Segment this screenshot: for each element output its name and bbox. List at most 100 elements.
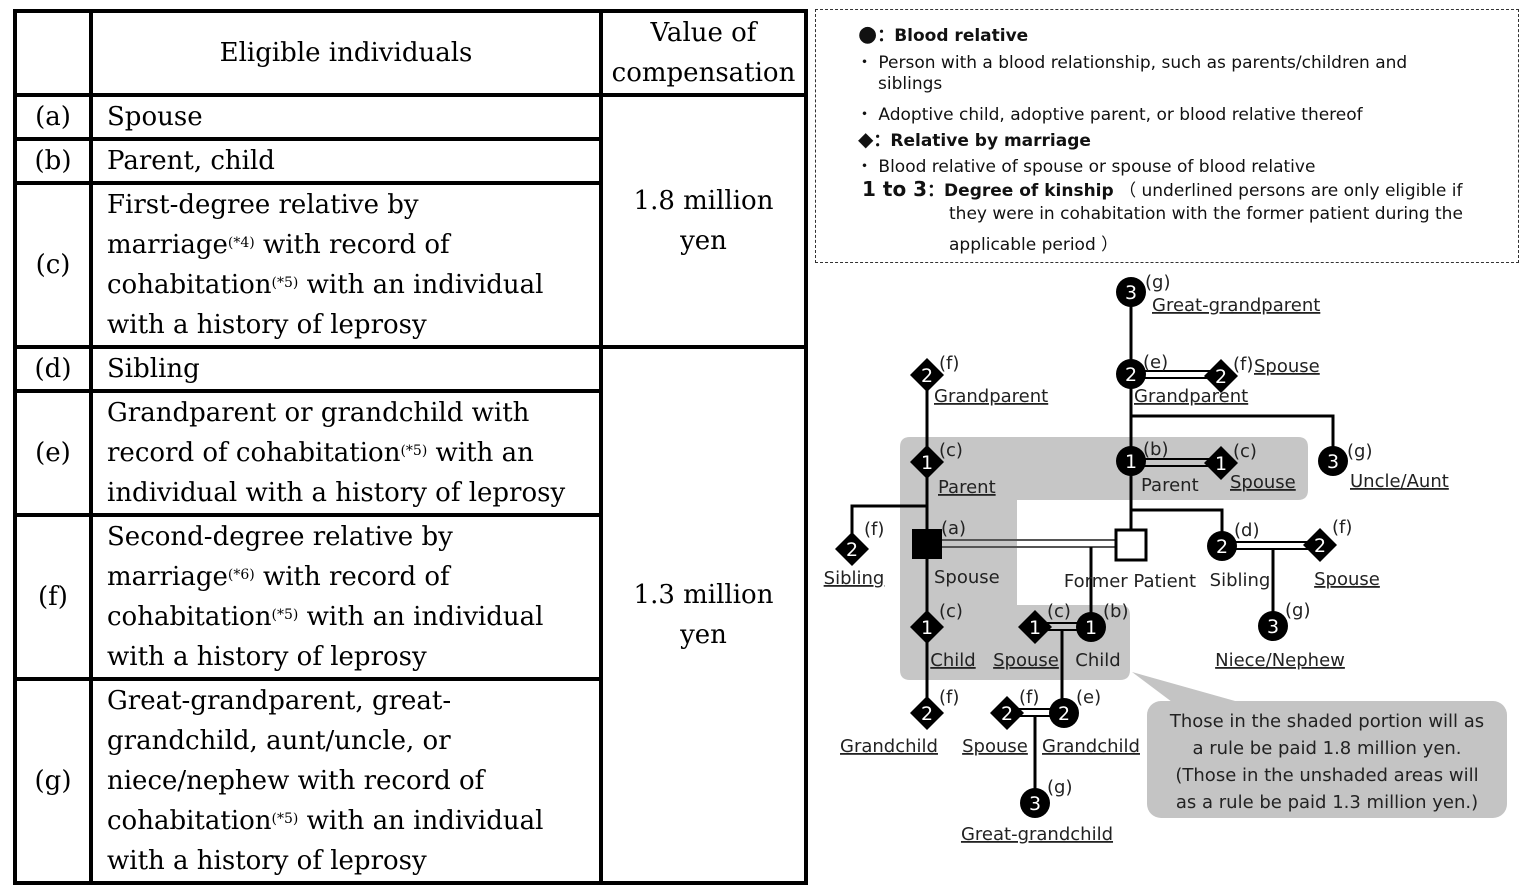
degree-note-cont: applicable period ） — [949, 235, 1119, 255]
callout-box — [1147, 701, 1507, 818]
marriage-relative-diamond-icon — [990, 696, 1024, 730]
bullet-icon: ・ — [856, 53, 873, 73]
description-text: Parent, child — [107, 146, 275, 176]
description-line: cohabitation(*5) with an individual — [107, 801, 599, 841]
category-tag: (g) — [1145, 272, 1170, 293]
description-text: cohabitation — [107, 602, 272, 632]
description-line: marriage(*6) with record of — [107, 557, 599, 597]
description-text: with record of — [254, 230, 450, 260]
relative-label: Spouse — [962, 736, 1028, 757]
legend-item-cont: siblings — [878, 74, 943, 94]
row-id: (g) — [13, 677, 93, 885]
footnote-ref: (*5) — [271, 811, 299, 827]
description-line: with a history of leprosy — [107, 305, 599, 345]
node-grandparent-spouse: 2 (f) — [1204, 354, 1253, 393]
degree-number: 2 — [1125, 364, 1137, 386]
footnote-ref: (*5) — [271, 275, 299, 291]
degree-number: 2 — [921, 365, 933, 387]
description-line: with a history of leprosy — [107, 637, 599, 677]
legend-degree-line: 1 to 3：Degree of kinship （ underlined pe… — [862, 176, 1462, 201]
description-text: with an individual — [298, 602, 544, 632]
marriage-relative-diamond-icon — [1303, 528, 1337, 562]
node-grandchild: 2 (e) — [1049, 687, 1101, 728]
blood-relative-circle-icon — [1318, 446, 1348, 476]
value-cell: 1.3 million yen — [599, 345, 808, 885]
footnote-ref: (*4) — [227, 235, 255, 251]
node-spouse-grandparent: 2(f) — [910, 353, 959, 392]
description-text: with an individual — [298, 806, 544, 836]
degree-title: ：Degree of kinship — [927, 181, 1114, 201]
blood-relative-circle-icon — [1076, 612, 1106, 642]
node-grandparent-blood: 2 (e) — [1116, 352, 1168, 389]
degree-number: 2 — [1058, 703, 1070, 725]
relative-label: Parent — [1141, 475, 1199, 496]
degree-number: 3 — [1267, 616, 1279, 638]
callout-pointer — [1132, 672, 1260, 708]
node-former-patient — [1114, 528, 1148, 562]
footnote-ref: (*5) — [400, 443, 428, 459]
marriage-relative-diamond-icon — [835, 532, 869, 566]
relative-label: Child — [1075, 650, 1120, 671]
value-cell: 1.8 million yen — [599, 93, 808, 349]
table-header-row: Eligible individuals Value of compensati… — [13, 9, 808, 97]
relative-label: Sibling — [1210, 570, 1271, 591]
marriage-diamond-icon: ◆ — [858, 127, 874, 151]
degree-number: 3 — [1125, 282, 1137, 304]
value-line: 1.8 million — [633, 186, 774, 216]
description-line: Spouse — [107, 97, 599, 137]
row-description: Parent, child — [89, 137, 603, 185]
node-spouse-sibling: 2(f) — [835, 519, 884, 566]
legend-text: Adoptive child, adoptive parent, or bloo… — [878, 105, 1363, 125]
description-text: with a history of leprosy — [107, 310, 427, 340]
degree-number: 3 — [1327, 451, 1339, 473]
legend-marriage-title-line: ◆：Relative by marriage — [858, 126, 1091, 151]
relative-label: Great-grandchild — [961, 824, 1113, 845]
category-tag: (e) — [1143, 352, 1168, 373]
description-text: niece/nephew with record of — [107, 766, 485, 796]
spouse-square-icon — [912, 529, 942, 559]
description-line: Parent, child — [107, 141, 599, 181]
row-id: (a) — [13, 93, 93, 141]
degree-range: 1 to 3 — [862, 177, 928, 201]
blood-relative-circle-icon — [1116, 359, 1146, 389]
description-text: Second-degree relative by — [107, 522, 453, 552]
marriage-relative-diamond-icon — [910, 445, 944, 479]
node-spouse-parent: 1(c) — [910, 440, 963, 479]
description-line: cohabitation(*5) with an individual — [107, 265, 599, 305]
degree-number: 1 — [921, 617, 933, 639]
relative-label: Grandchild — [1042, 736, 1140, 757]
degree-number: 2 — [1215, 366, 1227, 388]
degree-number: 2 — [846, 539, 858, 561]
node-grandchild-spouse: 2(f) — [990, 687, 1039, 730]
legend-box: ●：Blood relative ・ Person with a blood r… — [815, 9, 1519, 263]
degree-number: 1 — [1029, 617, 1041, 639]
relative-label: Niece/Nephew — [1215, 650, 1345, 671]
row-id: (c) — [13, 181, 93, 349]
marriage-relative-diamond-icon — [910, 610, 944, 644]
description-text: individual with a history of leprosy — [107, 478, 566, 508]
degree-number: 2 — [921, 703, 933, 725]
node-parent-blood: 1(b) — [1116, 439, 1168, 476]
category-tag: (f) — [1233, 354, 1253, 375]
node-great-grandchild: 3(g) — [1020, 777, 1072, 818]
description-text: grandchild, aunt/uncle, or — [107, 726, 451, 756]
description-text: with an — [427, 438, 534, 468]
header-id-cell — [13, 9, 93, 97]
table-row: (g) Great-grandparent, great-grandchild,… — [13, 677, 806, 885]
connector-lines — [850, 292, 1335, 802]
blood-relative-circle-icon — [1258, 611, 1288, 641]
description-line: Sibling — [107, 349, 599, 389]
relative-label: Spouse — [934, 567, 1000, 588]
relative-label: Spouse — [1230, 472, 1296, 493]
table-row: (b) Parent, child — [13, 137, 806, 185]
category-tag: (b) — [1143, 439, 1168, 460]
marriage-relative-diamond-icon — [910, 696, 944, 730]
category-tag: (e) — [1076, 687, 1101, 708]
description-text: Sibling — [107, 354, 200, 384]
legend-item: ・ Adoptive child, adoptive parent, or bl… — [856, 100, 1363, 125]
